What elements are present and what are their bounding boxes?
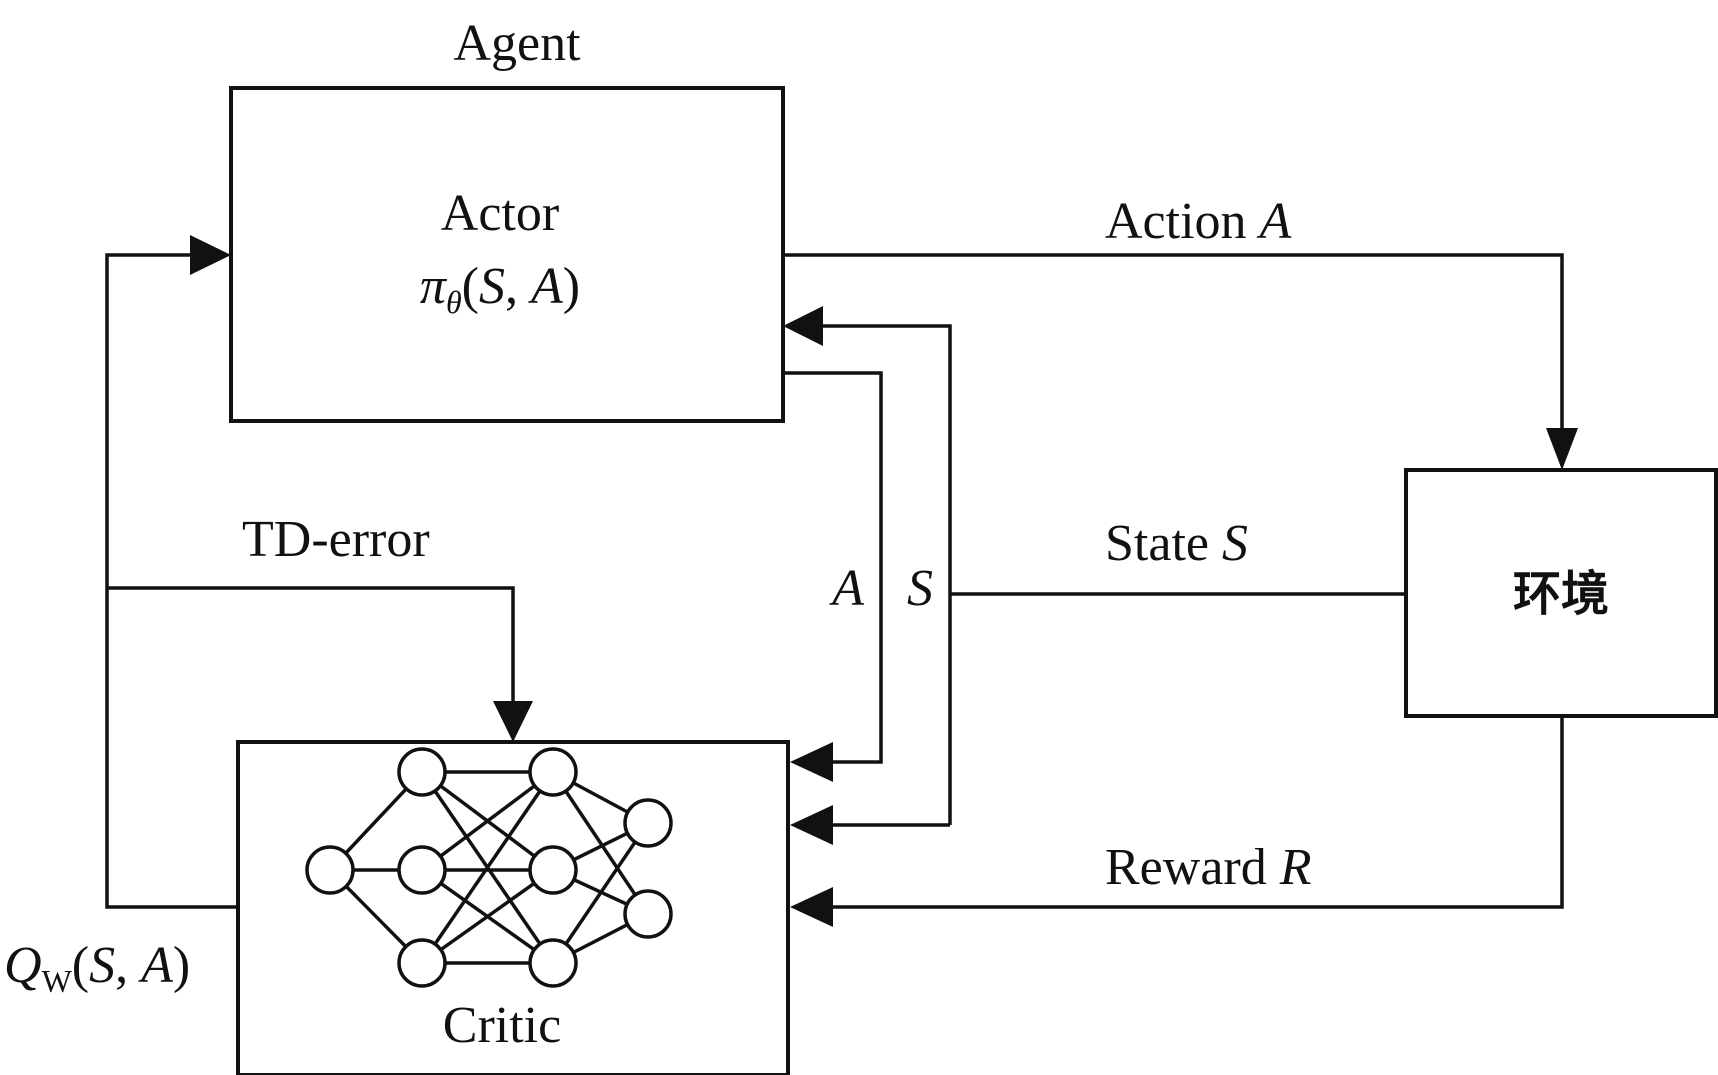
- q-feedback-arrowhead: [190, 235, 231, 275]
- q-feedback-wire: [105, 253, 238, 909]
- reward-label: Reward R: [1105, 839, 1311, 896]
- state-to-critic-arrowhead: [790, 805, 833, 845]
- action-to-critic-wire: [783, 371, 883, 764]
- hidden2-neuron-1: [528, 747, 578, 797]
- critic-box: [236, 740, 790, 1075]
- action-label: Action A: [1105, 193, 1292, 250]
- td-error-wire: [107, 586, 515, 705]
- actor-label: Actor: [441, 185, 559, 242]
- environment-label: 环境: [1513, 566, 1609, 622]
- reward-arrowhead: [790, 887, 833, 927]
- state-to-actor-arrowhead: [783, 306, 823, 346]
- action-wire: [783, 253, 1564, 440]
- environment-box: [1404, 468, 1718, 718]
- critic-value-label: QW(S, A): [4, 937, 190, 999]
- action-to-critic-arrowhead: [790, 742, 833, 782]
- td-error-label: TD-error: [242, 511, 430, 568]
- a-wire-label: A: [829, 560, 864, 617]
- hidden1-neuron-3: [397, 938, 447, 988]
- state-label: State S: [1105, 515, 1248, 572]
- state-to-actor-wire: [818, 324, 952, 825]
- td-error-arrowhead: [493, 701, 533, 742]
- actor-box: [229, 86, 785, 423]
- hidden2-neuron-3: [528, 938, 578, 988]
- hidden1-neuron-1: [397, 747, 447, 797]
- hidden2-neuron-2: [528, 845, 578, 895]
- s-wire-label: S: [907, 560, 933, 617]
- action-arrowhead: [1546, 428, 1578, 470]
- agent-label: Agent: [453, 15, 581, 72]
- output-neuron-1: [623, 798, 673, 848]
- output-neuron-2: [623, 889, 673, 939]
- critic-label: Critic: [443, 997, 561, 1054]
- hidden1-neuron-2: [397, 845, 447, 895]
- reward-wire: [823, 716, 1564, 909]
- input-neuron: [305, 845, 355, 895]
- actor-policy-label: πθ(S, A): [420, 258, 580, 320]
